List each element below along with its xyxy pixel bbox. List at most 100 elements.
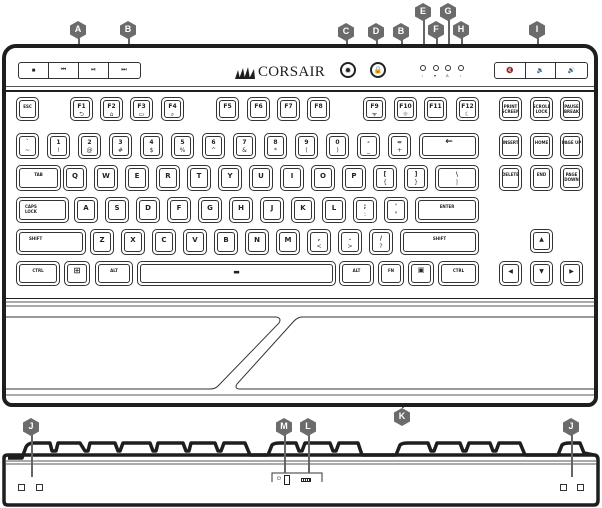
key-f8[interactable]: F8: [307, 97, 330, 121]
key-right-bracket[interactable]: ]}: [404, 165, 428, 191]
key-t[interactable]: T: [187, 165, 211, 191]
key-equals[interactable]: =+: [388, 133, 411, 159]
usb-port[interactable]: [301, 478, 311, 482]
key-f5[interactable]: F5: [216, 97, 239, 121]
key-backslash[interactable]: \|: [435, 165, 479, 191]
key-u[interactable]: U: [249, 165, 273, 191]
key-g[interactable]: G: [198, 197, 222, 223]
key-f[interactable]: F: [167, 197, 191, 223]
key-z[interactable]: Z: [90, 229, 114, 255]
key-enter[interactable]: ENTER: [415, 197, 479, 223]
key-x[interactable]: X: [121, 229, 145, 255]
key-tab[interactable]: TAB: [16, 165, 61, 191]
key-9[interactable]: 9(: [295, 133, 318, 159]
mute-button[interactable]: 🔇: [495, 63, 526, 78]
key-v[interactable]: V: [183, 229, 207, 255]
key-f6[interactable]: F6: [247, 97, 270, 121]
key-backspace[interactable]: ←: [419, 133, 479, 159]
power-switch[interactable]: [284, 475, 290, 485]
key-print-screen[interactable]: PRINT SCREEN: [499, 97, 522, 121]
key-arrow-right[interactable]: ▶: [560, 261, 583, 286]
key-slash[interactable]: /?: [369, 229, 393, 255]
key-o[interactable]: O: [311, 165, 335, 191]
key-page-up[interactable]: PAGE UP: [560, 133, 583, 159]
key-2[interactable]: 2@: [78, 133, 101, 159]
key-f10[interactable]: F10☼: [394, 97, 417, 121]
key-3[interactable]: 3#: [109, 133, 132, 159]
key-4[interactable]: 4$: [140, 133, 163, 159]
key-insert[interactable]: INSERT: [499, 133, 522, 159]
key-m[interactable]: M: [276, 229, 300, 255]
key-f11[interactable]: F11: [424, 97, 447, 121]
key-b[interactable]: B: [214, 229, 238, 255]
key-8[interactable]: 8*: [264, 133, 287, 159]
key-f7[interactable]: F7: [277, 97, 300, 121]
key-f12[interactable]: F12☾: [456, 97, 479, 121]
key-space[interactable]: ▬: [137, 261, 336, 286]
play-pause-button[interactable]: ⏯: [79, 63, 109, 78]
key-l[interactable]: L: [322, 197, 346, 223]
stop-button[interactable]: ■: [19, 63, 49, 78]
next-track-button[interactable]: ⏭: [121, 67, 127, 73]
key-q[interactable]: Q: [63, 165, 87, 191]
key-left-bracket[interactable]: [{: [373, 165, 397, 191]
key-backtick[interactable]: `~: [16, 133, 39, 159]
key-left-ctrl[interactable]: CTRL: [16, 261, 60, 286]
previous-track-button[interactable]: ⏮: [49, 63, 79, 78]
key-f2[interactable]: F2⌂: [100, 97, 123, 121]
key-quote[interactable]: '": [384, 197, 408, 223]
key-left-alt[interactable]: ALT: [95, 261, 133, 286]
key-period[interactable]: .>: [338, 229, 362, 255]
key-right-shift[interactable]: SHIFT: [400, 229, 479, 255]
key-p[interactable]: P: [342, 165, 366, 191]
key-delete[interactable]: DELETE: [499, 165, 522, 191]
key-7[interactable]: 7&: [233, 133, 256, 159]
brightness-button[interactable]: ✹: [340, 62, 356, 78]
key-w[interactable]: W: [94, 165, 118, 191]
key-comma[interactable]: ,<: [307, 229, 331, 255]
key-label: F4: [168, 103, 177, 110]
windows-lock-button[interactable]: 🔒: [370, 62, 386, 78]
key-a[interactable]: A: [74, 197, 98, 223]
key-right-ctrl[interactable]: CTRL: [438, 261, 479, 286]
key-minus[interactable]: -_: [357, 133, 380, 159]
key-c[interactable]: C: [152, 229, 176, 255]
key-caps-lock[interactable]: CAPS LOCK: [16, 197, 69, 223]
key-scroll-lock[interactable]: SCROLL LOCK: [530, 97, 553, 121]
key-f4[interactable]: F4⌕: [161, 97, 184, 121]
key-s[interactable]: S: [105, 197, 129, 223]
key-arrow-left[interactable]: ◀: [499, 261, 522, 286]
key-end[interactable]: END: [530, 165, 553, 191]
key-k[interactable]: K: [291, 197, 315, 223]
key-page-down[interactable]: PAGE DOWN: [560, 165, 583, 191]
key-i[interactable]: I: [280, 165, 304, 191]
key-r[interactable]: R: [156, 165, 180, 191]
key-arrow-down[interactable]: ▼: [530, 261, 553, 286]
key-y[interactable]: Y: [218, 165, 242, 191]
key-home[interactable]: HOME: [530, 133, 553, 159]
key-e[interactable]: E: [125, 165, 149, 191]
volume-up-button[interactable]: 🔊: [567, 68, 576, 74]
key-left-shift[interactable]: SHIFT: [16, 229, 86, 255]
key-n[interactable]: N: [245, 229, 269, 255]
volume-down-button[interactable]: 🔉: [526, 63, 557, 78]
key-esc[interactable]: ESC: [16, 97, 39, 121]
arrow-up-icon: ▲: [539, 236, 544, 243]
key-right-alt[interactable]: ALT: [339, 261, 374, 286]
key-d[interactable]: D: [136, 197, 160, 223]
key-h[interactable]: H: [229, 197, 253, 223]
key-arrow-up[interactable]: ▲: [530, 229, 553, 253]
key-5[interactable]: 5%: [171, 133, 194, 159]
key-semicolon[interactable]: ;:: [353, 197, 377, 223]
key-f3[interactable]: F3▭: [130, 97, 153, 121]
key-f1[interactable]: F1⮌: [70, 97, 93, 121]
key-windows[interactable]: ⊞: [64, 261, 90, 286]
key-1[interactable]: 1!: [47, 133, 70, 159]
key-j[interactable]: J: [260, 197, 284, 223]
key-6[interactable]: 6^: [202, 133, 225, 159]
key-fn[interactable]: FN: [378, 261, 404, 286]
key-pause-break[interactable]: PAUSE BREAK: [560, 97, 583, 121]
key-0[interactable]: 0): [326, 133, 349, 159]
key-menu[interactable]: ▣: [408, 261, 434, 286]
